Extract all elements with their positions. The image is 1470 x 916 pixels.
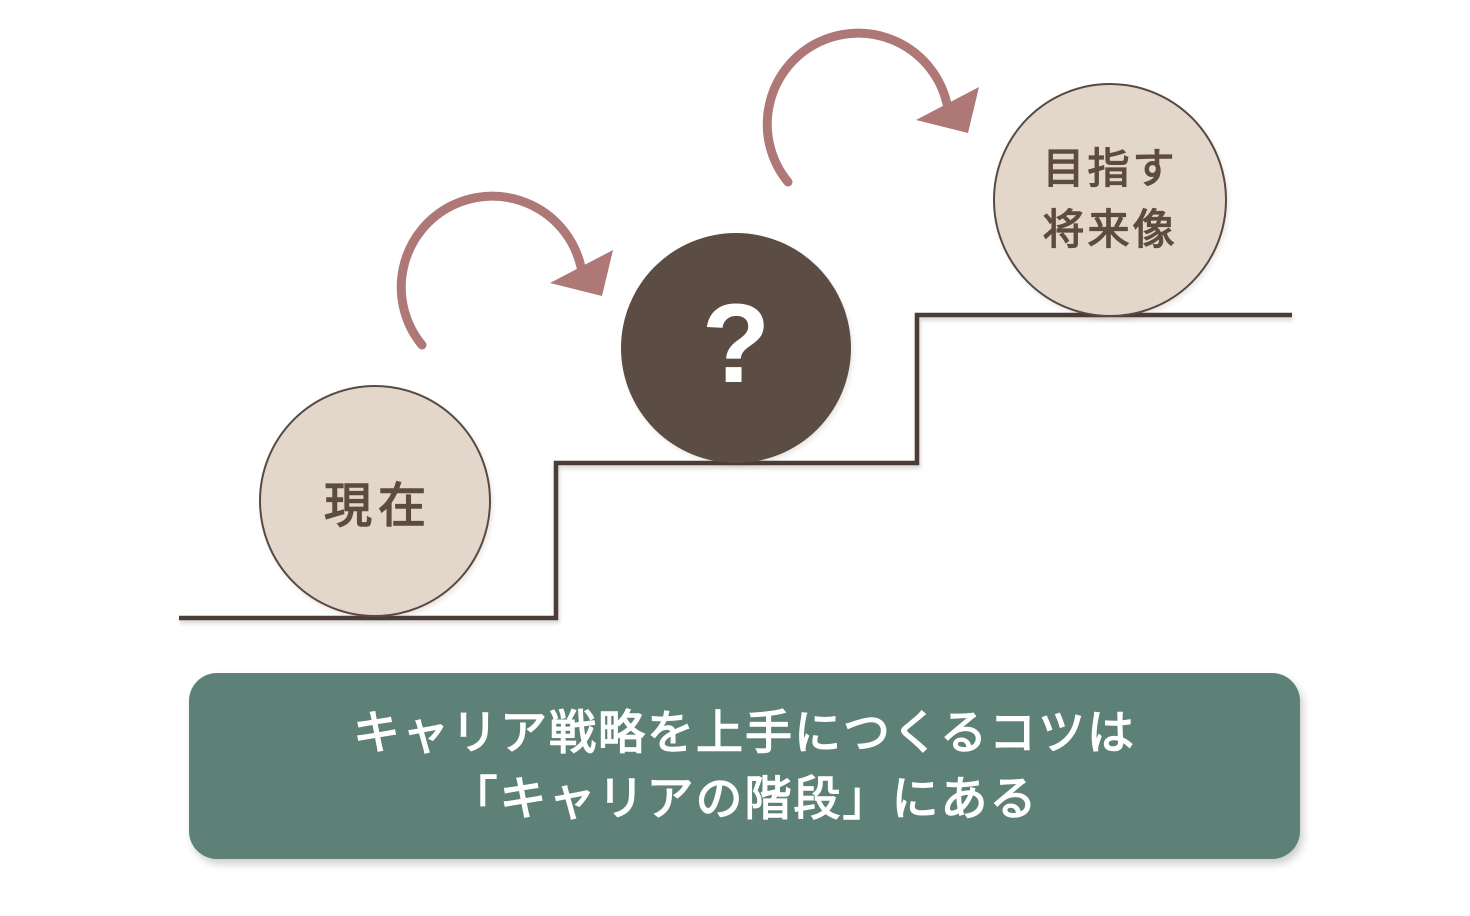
caption-line-2: 「キャリアの階段」にある [450, 772, 1039, 825]
circle-future-label-line2: 将来像 [1042, 206, 1178, 253]
circle-current: 現在 [259, 385, 491, 617]
curved-arrow-head [916, 87, 979, 133]
caption-line-1: キャリア戦略を上手につくるコツは [352, 706, 1137, 760]
circle-future-label-line1: 目指す [1042, 145, 1178, 193]
caption-box: キャリア戦略を上手につくるコツは 「キャリアの階段」にある [189, 673, 1300, 859]
circle-unknown-step: ? [621, 233, 851, 463]
circle-current-label: 現在 [323, 480, 432, 533]
curved-arrow-arc [762, 28, 952, 187]
circle-future-label: 目指す 将来像 [1042, 139, 1177, 261]
question-mark-label: ? [701, 280, 771, 406]
curved-arrow-arc [396, 191, 586, 350]
curved-arrow-icon [396, 191, 613, 350]
circle-future-goal: 目指す 将来像 [993, 83, 1227, 317]
curved-arrow-head [550, 250, 613, 296]
curved-arrow-icon [762, 28, 979, 187]
